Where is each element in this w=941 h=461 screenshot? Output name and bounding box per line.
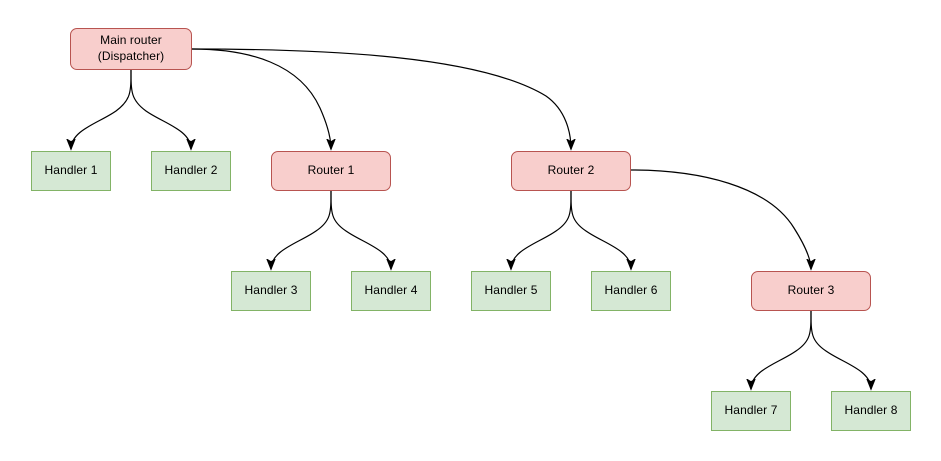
node-label-handler4: Handler 4 [364,283,418,298]
node-label-handler8: Handler 8 [844,403,898,418]
edge-router1-to-handler4 [330,190,391,269]
node-handler4[interactable]: Handler 4 [351,271,431,311]
node-label-handler7: Handler 7 [724,403,778,418]
edge-router2-to-router3 [630,169,811,269]
node-handler3[interactable]: Handler 3 [231,271,311,311]
node-router2[interactable]: Router 2 [511,151,631,191]
node-handler1[interactable]: Handler 1 [31,151,111,191]
node-handler6[interactable]: Handler 6 [591,271,671,311]
node-label-handler3: Handler 3 [244,283,298,298]
node-handler8[interactable]: Handler 8 [831,391,911,431]
edge-router1-to-handler3 [271,190,332,269]
edge-main-to-router1 [191,48,331,149]
edge-main-to-router2 [191,48,571,149]
node-handler5[interactable]: Handler 5 [471,271,551,311]
node-label-router1: Router 1 [307,163,355,178]
node-main[interactable]: Main router (Dispatcher) [70,28,192,70]
edge-router2-to-handler6 [570,190,631,269]
edge-router3-to-handler7 [751,310,812,389]
node-label-handler6: Handler 6 [604,283,658,298]
node-handler7[interactable]: Handler 7 [711,391,791,431]
node-router3[interactable]: Router 3 [751,271,871,311]
edge-router2-to-handler5 [511,190,572,269]
edges-group [71,48,871,389]
node-label-handler1: Handler 1 [44,163,98,178]
edge-router3-to-handler8 [810,310,871,389]
node-label-router2: Router 2 [547,163,595,178]
node-label-handler2: Handler 2 [164,163,218,178]
node-router1[interactable]: Router 1 [271,151,391,191]
node-handler2[interactable]: Handler 2 [151,151,231,191]
node-label-router3: Router 3 [787,283,835,298]
node-label-handler5: Handler 5 [484,283,538,298]
node-label-main: Main router (Dispatcher) [97,33,165,63]
edge-main-to-handler2 [130,69,191,149]
edge-main-to-handler1 [71,69,132,149]
